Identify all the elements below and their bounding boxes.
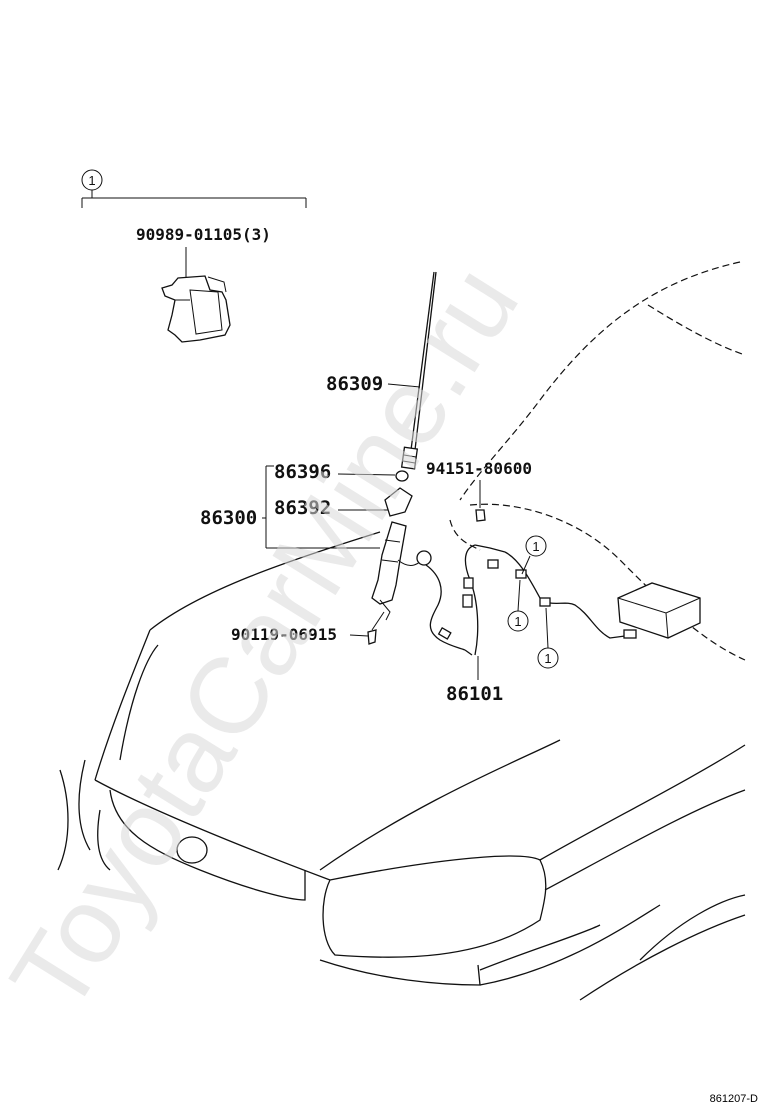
screw-drawing <box>367 611 385 645</box>
label-antenna-cap: 86392 <box>274 497 331 519</box>
label-cord: 86101 <box>446 683 503 705</box>
drawing-code: 861207-D <box>710 1093 758 1105</box>
antenna-cap-drawing <box>384 487 413 517</box>
callout-number: 1 <box>88 173 95 188</box>
vehicle-outline <box>57 261 746 1001</box>
watermark: ToyotaCarMine.ru <box>0 245 541 1032</box>
callout-group-1: 1 <box>81 169 307 208</box>
clip-part-drawing <box>161 275 231 343</box>
label-bolt: 94151-80600 <box>426 459 532 478</box>
callout-number: 1 <box>544 651 551 666</box>
antenna-nut-drawing <box>395 470 409 482</box>
receiver-box-drawing <box>617 582 701 639</box>
label-antenna-assy: 86300 <box>200 507 257 529</box>
antenna-mast-drawing <box>400 271 437 470</box>
label-screw: 90119-06915 <box>231 625 337 644</box>
antenna-base-drawing <box>371 521 432 621</box>
label-antenna-mast: 86309 <box>326 373 383 395</box>
antenna-cord-drawing <box>425 544 637 656</box>
label-clip-part: 90989-01105(3) <box>136 225 271 244</box>
callout-number: 1 <box>514 614 521 629</box>
cord-clamp-callouts: 1 1 1 <box>507 535 559 669</box>
bolt-drawing <box>475 480 486 522</box>
callout-number: 1 <box>532 539 539 554</box>
antenna-assy-bracket <box>265 465 380 549</box>
label-antenna-nut: 86396 <box>274 461 331 483</box>
